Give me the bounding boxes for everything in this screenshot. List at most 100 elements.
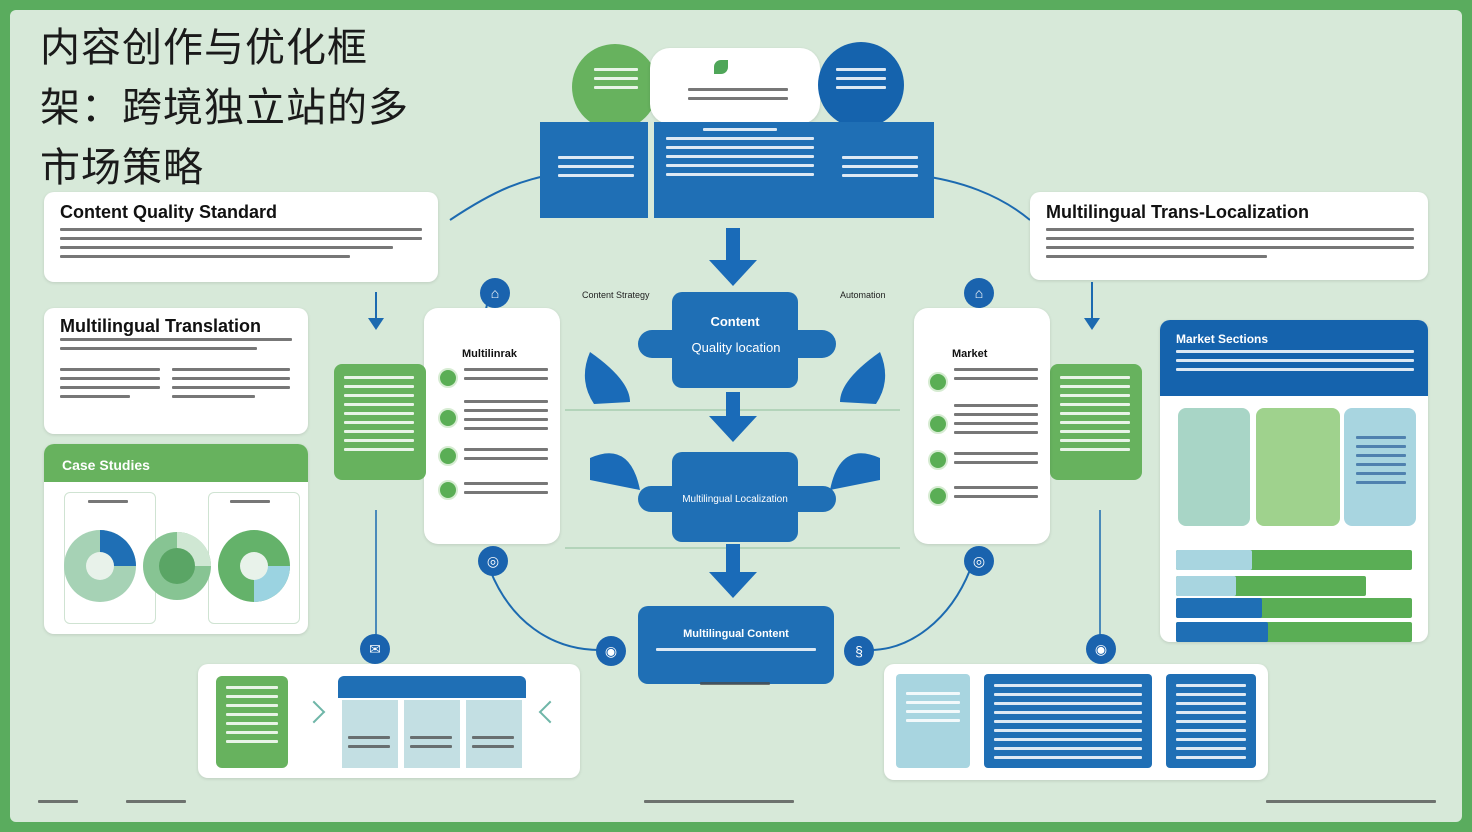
- arrow-1-head: [709, 260, 757, 286]
- left-list-item-2: [464, 400, 548, 436]
- footer-right: [1266, 800, 1436, 809]
- left-list-dot-2: [438, 408, 458, 428]
- bottom-right-panel-1-text: [906, 692, 960, 728]
- core-content-wings: [638, 330, 836, 358]
- infographic-canvas: 内容创作与优化框架：跨境独立站的多市场策略 Content Quality St…: [10, 10, 1462, 822]
- translation-title: Multilingual Translation: [60, 316, 262, 336]
- bottom-left-green-text: [226, 686, 278, 749]
- core-content-title: Content: [710, 314, 760, 329]
- bottom-center-text: [656, 648, 816, 657]
- translation-card: Multilingual Translation: [44, 308, 308, 434]
- bottom-table-col-2-text: [410, 736, 452, 754]
- bottom-table-col-3: [466, 700, 522, 768]
- localization-card: Multilingual Trans-Localization: [1030, 192, 1428, 280]
- arrow-3-stem: [726, 544, 740, 574]
- case-studies-title: Case Studies: [62, 457, 150, 473]
- arrow-2-head: [709, 416, 757, 442]
- case-left-caption: [88, 500, 128, 509]
- page-title: 内容创作与优化框架：跨境独立站的多市场策略: [40, 25, 409, 191]
- market-sections-text: [1176, 350, 1414, 377]
- case-right-caption: [230, 500, 270, 509]
- bottom-right-panel-2-text: [994, 684, 1142, 765]
- content-quality-title: Content Quality Standard: [60, 202, 278, 222]
- case-studies-rings: [64, 530, 290, 602]
- footer-left-2: [126, 800, 186, 809]
- market-panel-3: [1344, 408, 1416, 526]
- top-center-pill-text: [688, 88, 788, 106]
- left-list-item-1: [464, 368, 548, 386]
- left-list-dot-3: [438, 446, 458, 466]
- localization-title: Multilingual Trans-Localization: [1046, 202, 1310, 222]
- node-icon-4: ◎: [964, 546, 994, 576]
- bottom-table-col-1: [342, 700, 398, 768]
- bottom-table-col-1-text: [348, 736, 390, 754]
- bottom-right-card: [884, 664, 1268, 780]
- market-bar-1-base: [1176, 550, 1252, 570]
- case-studies-header: [44, 444, 308, 482]
- top-box-left: [540, 122, 648, 218]
- bottom-table-col-2: [404, 700, 460, 768]
- case-studies-card: Case Studies: [44, 444, 308, 634]
- node-icon-3: ◎: [478, 546, 508, 576]
- top-right-circle-text: [836, 68, 886, 95]
- market-bar-4-base: [1176, 622, 1268, 642]
- node-icon-2: ⌂: [964, 278, 994, 308]
- bottom-table-header: [338, 676, 526, 698]
- bottom-right-panel-3-text: [1176, 684, 1246, 765]
- footer-left: [38, 800, 78, 809]
- left-list-dot-4: [438, 480, 458, 500]
- left-list-title: Multilinrak: [462, 348, 518, 360]
- market-panel-2: [1256, 408, 1340, 526]
- top-left-circle-text: [594, 68, 638, 95]
- right-list-dot-1: [928, 372, 948, 392]
- top-box-center-text: [666, 128, 814, 182]
- right-list-item-4: [954, 486, 1038, 504]
- market-panel-3-text: [1356, 436, 1406, 490]
- market-bar-2-base: [1176, 576, 1236, 596]
- node-icon-6: ◉: [596, 636, 626, 666]
- left-list-item-4: [464, 482, 548, 500]
- left-list-item-3: [464, 448, 548, 466]
- right-list-dot-4: [928, 486, 948, 506]
- market-panel-1: [1178, 408, 1250, 526]
- core-right-tag: Automation: [840, 290, 886, 300]
- middle-box-title: Multilingual Localization: [682, 494, 788, 505]
- bottom-center-caption: [700, 682, 770, 691]
- bottom-center-box: [638, 606, 834, 684]
- bottom-left-card: [198, 664, 580, 778]
- leaf-icon: [714, 60, 728, 74]
- right-list-title: Market: [952, 348, 988, 360]
- right-green-text: [1060, 376, 1130, 457]
- footer-center: [644, 800, 794, 809]
- chevron-right-icon: [302, 700, 326, 724]
- middle-box-wings: [638, 486, 836, 512]
- core-content-subtitle: Quality location: [691, 340, 781, 355]
- arrow-3-head: [709, 572, 757, 598]
- node-icon-1: ⌂: [480, 278, 510, 308]
- market-sections-header: [1160, 320, 1428, 396]
- node-icon-5: ✉: [360, 634, 390, 664]
- localization-text: [1046, 228, 1414, 264]
- right-list-item-2: [954, 404, 1038, 440]
- bottom-table-col-3-text: [472, 736, 514, 754]
- left-list-dot-1: [438, 368, 458, 388]
- chevron-left-icon: [538, 700, 562, 724]
- translation-col-right: [172, 368, 290, 404]
- translation-text: [60, 338, 292, 356]
- market-sections-card: Market Sections: [1160, 320, 1428, 642]
- top-box-right: [826, 122, 934, 218]
- arrow-2-stem: [726, 392, 740, 418]
- bottom-center-title: Multilingual Content: [683, 628, 789, 640]
- left-green-text: [344, 376, 414, 457]
- market-bar-3-base: [1176, 598, 1262, 618]
- right-list-dot-3: [928, 450, 948, 470]
- top-box-left-text: [558, 156, 634, 183]
- center-swooshes: [584, 352, 886, 490]
- content-quality-text: [60, 228, 422, 264]
- top-box-right-text: [842, 156, 918, 183]
- arrow-1-stem: [726, 228, 740, 262]
- top-right-circle: [818, 42, 904, 128]
- translation-col-left: [60, 368, 160, 404]
- right-list-dot-2: [928, 414, 948, 434]
- core-left-tag: Content Strategy: [582, 290, 650, 300]
